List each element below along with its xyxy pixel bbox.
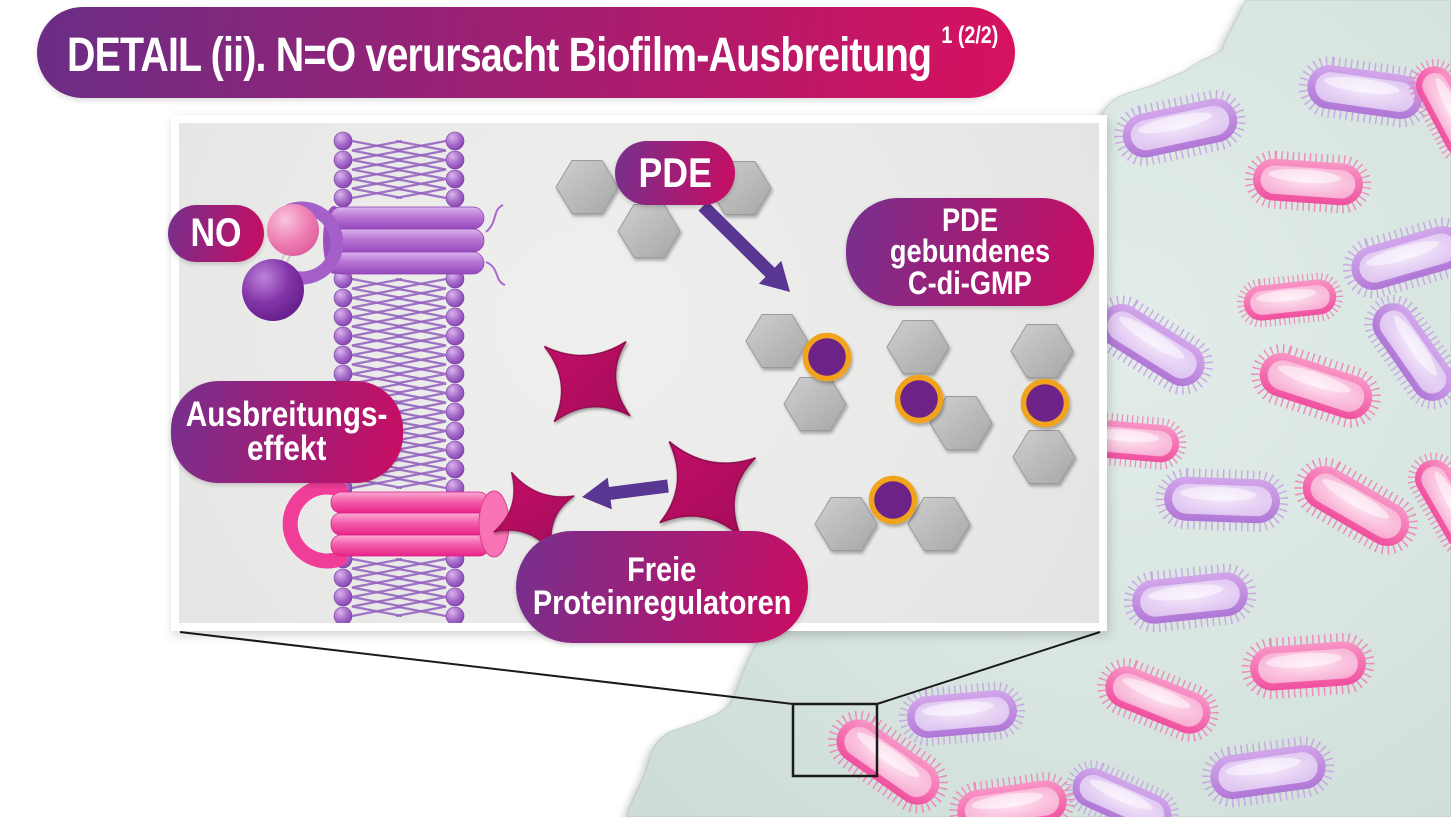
pde-hexagon [1010,324,1074,378]
cdigmp-molecule [894,374,944,424]
protein-rod [329,206,485,230]
lipid-head [333,288,353,308]
protein-rod [329,228,485,253]
cdigmp-molecule [868,475,918,525]
protein-rod [330,491,490,514]
oxygen-atom [242,259,304,321]
lipid-tails [351,557,403,618]
zoom-callout-line [876,631,1101,705]
protein-rod [330,534,490,557]
pde-hexagon [886,320,950,374]
lipid-head [445,568,465,588]
lipid-head [445,169,465,189]
rotation-arc [283,201,344,285]
lipid-head [445,402,465,422]
protein-squiggle [485,204,504,233]
lipid-tails [395,139,447,200]
zoom-callout-line [179,631,794,705]
lipid-head [333,326,353,346]
pde-hexagon [617,204,681,258]
cdigmp-molecule [802,332,852,382]
lipid-head [333,606,353,623]
arrow-shaft [604,479,669,501]
label-spreading-effect: Ausbreitungs- effekt [171,381,403,483]
cdigmp-molecule [1020,378,1070,428]
lipid-head [333,169,353,189]
pde-hexagon [929,396,993,450]
process-arrow [698,201,791,293]
pink-membrane-protein [282,479,510,569]
protein-rod [329,251,485,275]
pde-hexagon [555,160,619,214]
arrow-head [758,260,791,293]
pde-bound-cdigmp-complex [886,320,993,450]
pde-hexagon [814,497,878,551]
process-arrow [581,477,669,510]
lipid-head [445,383,465,403]
lipid-head [445,364,465,384]
lipid-head [333,131,353,151]
lipid-head [333,345,353,365]
lipid-head [445,188,465,208]
title-banner: DETAIL (ii). N=O verursacht Biofilm-Ausb… [37,7,1015,98]
lipid-head [445,587,465,607]
arrow-shaft [698,201,778,280]
lipid-head [333,587,353,607]
label-no: NO [168,205,264,262]
purple-membrane-protein [323,204,506,286]
lipid-head [445,326,465,346]
lipid-head [333,307,353,327]
pde-hexagon [745,314,809,368]
lipid-tails [395,557,447,618]
pde-hexagon [783,377,847,431]
pde-hexagon [907,497,971,551]
label-pde: PDE [615,141,735,205]
pde-bound-cdigmp-complex [1010,324,1076,484]
protein-regulator-shield [659,441,757,537]
lipid-tails [351,139,403,200]
lipid-head [445,345,465,365]
zoom-callout [179,631,1101,778]
lipid-head [333,150,353,170]
lipid-head [445,307,465,327]
protein-regulator-shield [543,341,631,423]
lipid-head [445,150,465,170]
lipid-tails [395,139,447,200]
zoom-callout-square [791,702,879,778]
arrow-head [581,477,612,510]
lipid-head [445,459,465,479]
nitrogen-atom [267,204,319,256]
lipid-tails [351,557,403,618]
lipid-tails [351,139,403,200]
page-title: DETAIL (ii). N=O verursacht Biofilm-Ausb… [67,22,999,82]
receptor-clamp [282,479,348,569]
pde-bound-cdigmp-complex [745,314,852,431]
pde-bound-cdigmp-complex [814,475,971,551]
lipid-head [333,568,353,588]
lipid-head [445,421,465,441]
lipid-head [445,606,465,623]
label-pde-bound-cdigmp: PDE gebundenes C-di-GMP [846,198,1094,306]
label-free-protein-regulators: Freie Proteinregulatoren [516,531,808,643]
pde-hexagon [1012,430,1076,484]
diagram-panel: NO Ausbreitungs- effekt PDE PDE gebunden… [168,115,1107,643]
lipid-head [445,288,465,308]
lipid-head [445,440,465,460]
lipid-head [445,131,465,151]
lipid-tails [395,277,447,490]
lipid-tails [395,277,447,490]
protein-rod [330,512,490,536]
mechanism-diagram [242,131,1076,623]
molecules-layer [242,160,1076,569]
protein-squiggle [485,261,506,286]
title-superscript: 1 (2/2) [941,22,999,49]
lipid-head [333,188,353,208]
lipid-tails [395,557,447,618]
